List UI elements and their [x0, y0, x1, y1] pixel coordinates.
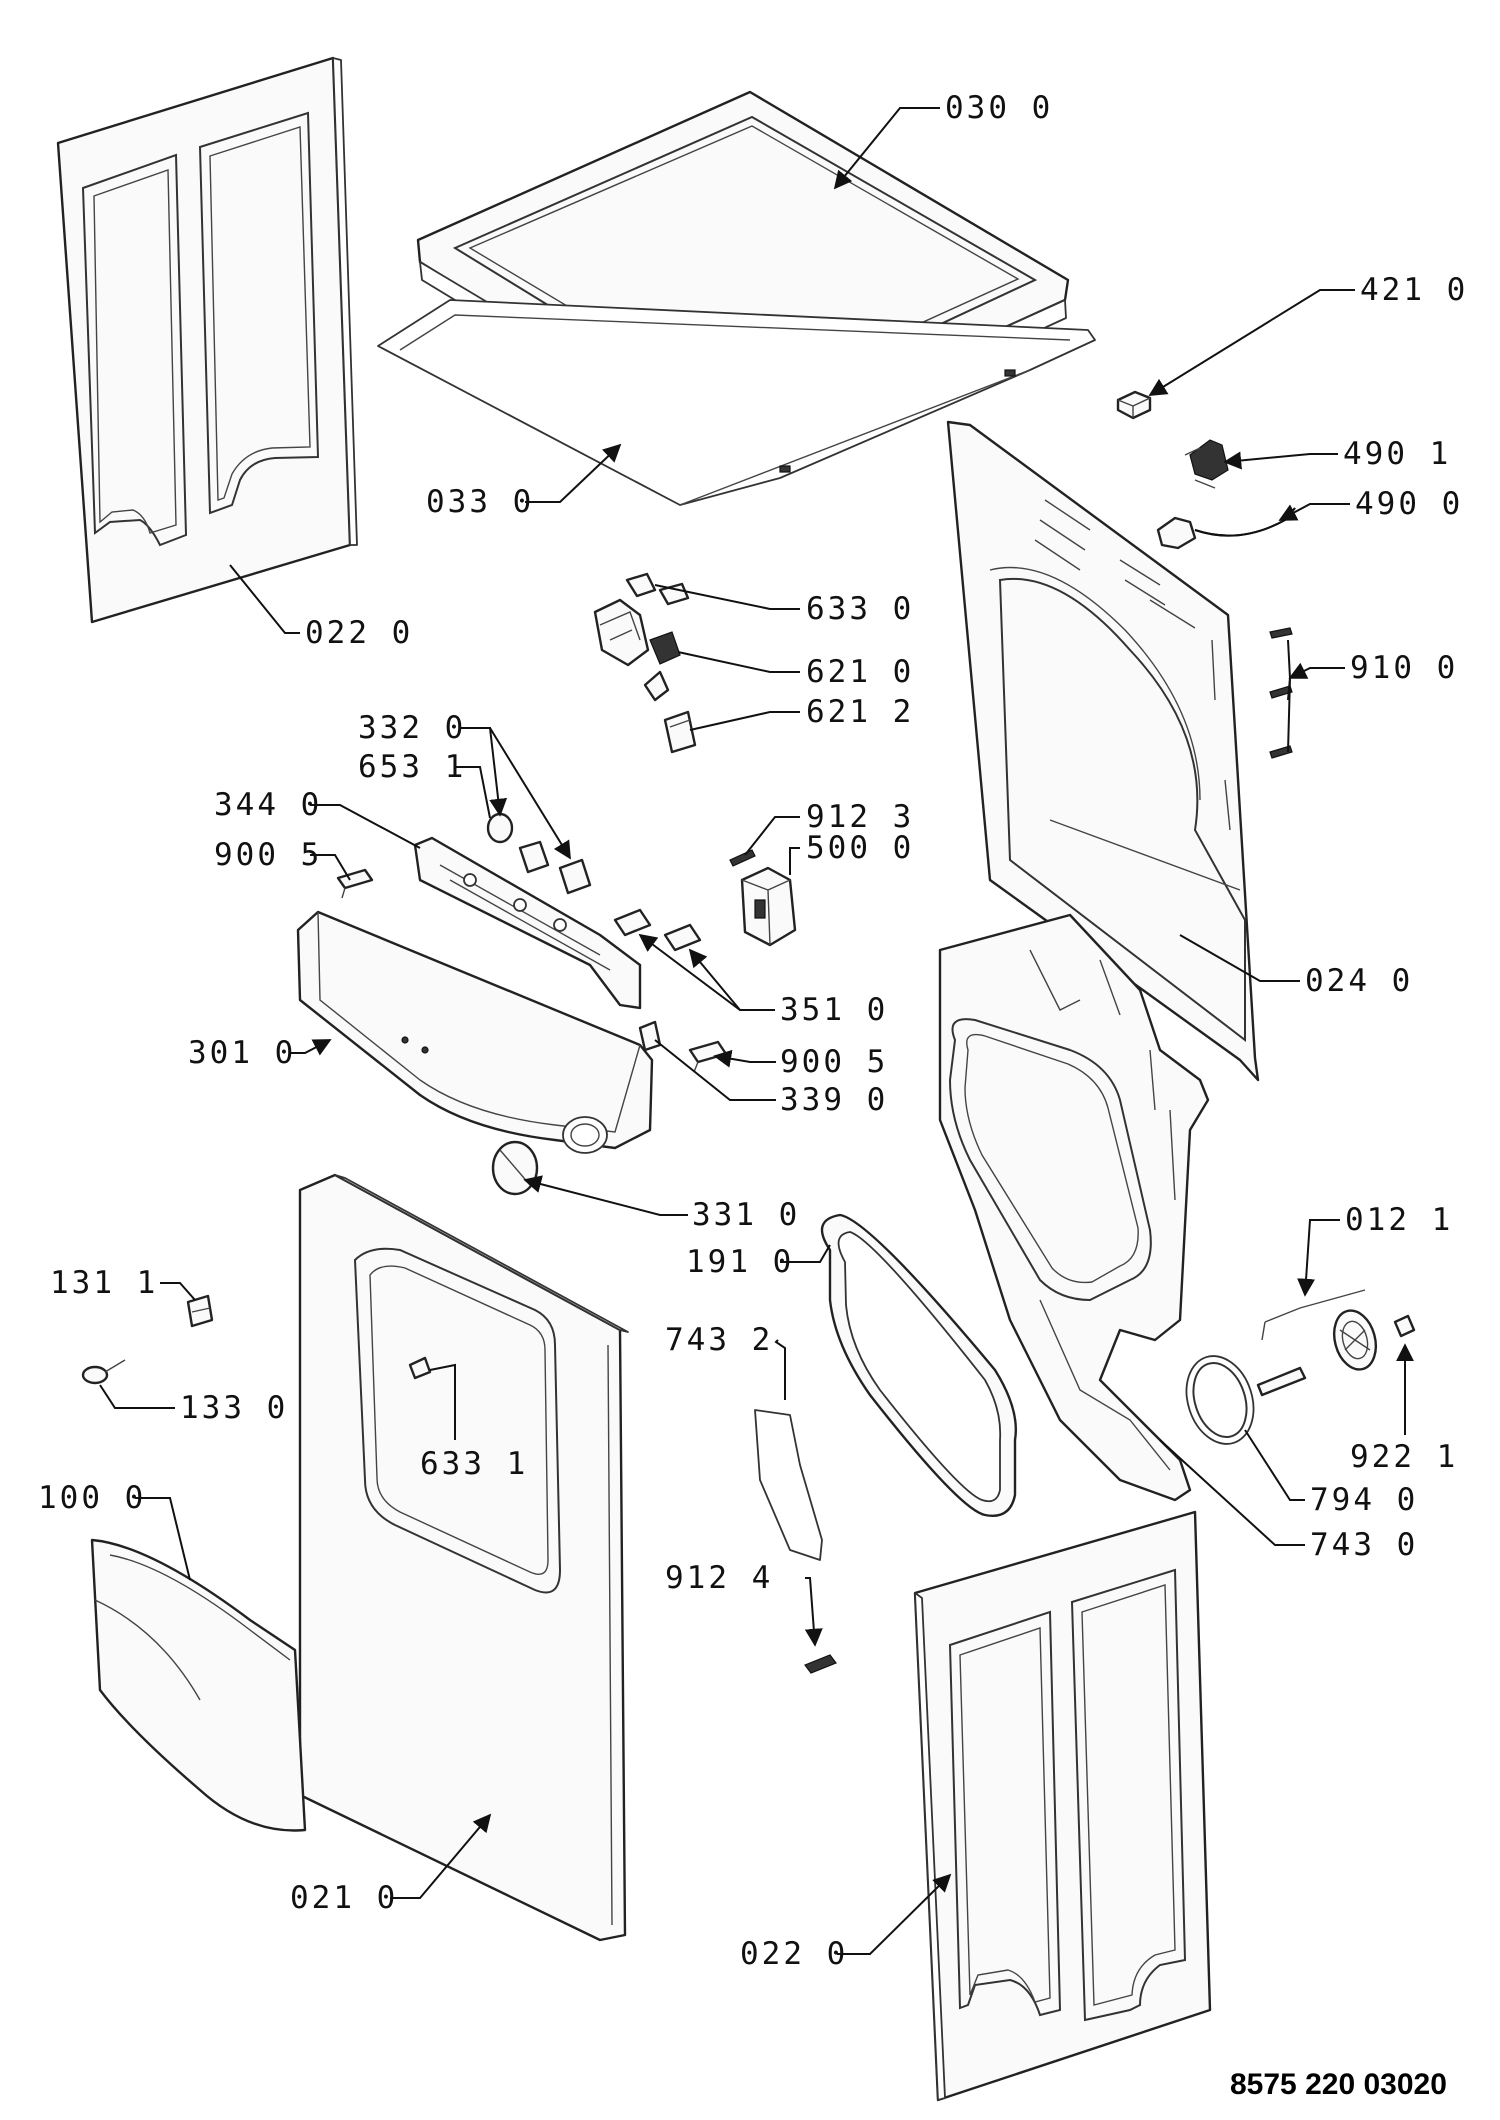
- buttons-332: [486, 812, 592, 895]
- callout-301-0: 301 0: [188, 1035, 296, 1071]
- front-panel: [298, 1173, 629, 1942]
- callout-030-0: 030 0: [945, 90, 1053, 126]
- callout-351-0: 351 0: [780, 992, 888, 1028]
- callout-910-0: 910 0: [1350, 650, 1458, 686]
- callout-344-0: 344 0: [214, 787, 322, 823]
- callout-633-1: 633 1: [420, 1446, 528, 1482]
- side-panel-right: [913, 1510, 1212, 2102]
- callout-012-1: 012 1: [1345, 1202, 1453, 1238]
- callout-900-5-left: 900 5: [214, 837, 322, 873]
- callout-131-1: 131 1: [50, 1265, 158, 1301]
- switch-part: [1116, 390, 1152, 420]
- callout-100-0: 100 0: [38, 1480, 146, 1516]
- clip-left: [336, 868, 374, 899]
- callout-621-0: 621 0: [806, 654, 914, 690]
- side-panel-left: [56, 56, 358, 624]
- nut-922-1: [1393, 1314, 1416, 1338]
- callout-500-0: 500 0: [806, 830, 914, 866]
- callout-339-0: 339 0: [780, 1082, 888, 1118]
- sheet-743-2: [754, 1409, 823, 1561]
- callout-922-1: 922 1: [1350, 1439, 1458, 1475]
- callout-021-0: 021 0: [290, 1880, 398, 1916]
- mains-filter: [1184, 439, 1229, 489]
- timer-module: [740, 866, 797, 947]
- callout-133-0: 133 0: [180, 1390, 288, 1426]
- part-633-1: [408, 1356, 432, 1380]
- screw-912-4: [804, 1654, 837, 1674]
- control-panel: [296, 910, 654, 1154]
- screw-912-3: [729, 849, 756, 867]
- door-switch-parts: [593, 572, 697, 754]
- water-container: [90, 1538, 307, 1832]
- callout-421-0: 421 0: [1360, 272, 1468, 308]
- duct-housing: [938, 913, 1210, 1502]
- callout-332-0: 332 0: [358, 710, 466, 746]
- part-133-0: [81, 1359, 126, 1385]
- callout-653-1: 653 1: [358, 749, 466, 785]
- fan-assembly: [1256, 1289, 1378, 1397]
- callout-490-1: 490 1: [1343, 436, 1451, 472]
- callout-912-4: 912 4: [665, 1560, 773, 1596]
- part-339: [638, 1020, 662, 1052]
- callout-490-0: 490 0: [1355, 486, 1463, 522]
- rear-panel: [946, 420, 1260, 1082]
- belt: [1185, 1355, 1255, 1445]
- power-cord: [1156, 507, 1296, 550]
- callout-900-5-right: 900 5: [780, 1044, 888, 1080]
- callout-621-2: 621 2: [806, 694, 914, 730]
- door-gasket: [820, 1213, 1017, 1517]
- cover-plate: [377, 299, 1096, 506]
- callout-033-0: 033 0: [426, 484, 534, 520]
- lamps-351: [613, 908, 702, 952]
- callout-024-0: 024 0: [1305, 963, 1413, 999]
- callout-022-0-bottom: 022 0: [740, 1936, 848, 1972]
- screws-910: [1269, 627, 1293, 759]
- leader-lines: [99, 107, 1414, 1955]
- callout-743-2: 743 2: [665, 1322, 773, 1358]
- callout-633-0: 633 0: [806, 591, 914, 627]
- callout-022-0-top: 022 0: [305, 615, 413, 651]
- callout-331-0: 331 0: [692, 1197, 800, 1233]
- document-number: 8575 220 03020: [1230, 2068, 1447, 2101]
- callout-794-0: 794 0: [1310, 1482, 1418, 1518]
- part-131-1: [186, 1294, 214, 1328]
- knob: [491, 1140, 539, 1196]
- callout-labels: 030 0 421 0 022 0 033 0 490 1 490 0 633 …: [38, 90, 1468, 1972]
- control-bracket: [413, 836, 642, 1010]
- callout-191-0: 191 0: [686, 1244, 794, 1280]
- callout-743-0: 743 0: [1310, 1527, 1418, 1563]
- callout-912-3: 912 3: [806, 799, 914, 835]
